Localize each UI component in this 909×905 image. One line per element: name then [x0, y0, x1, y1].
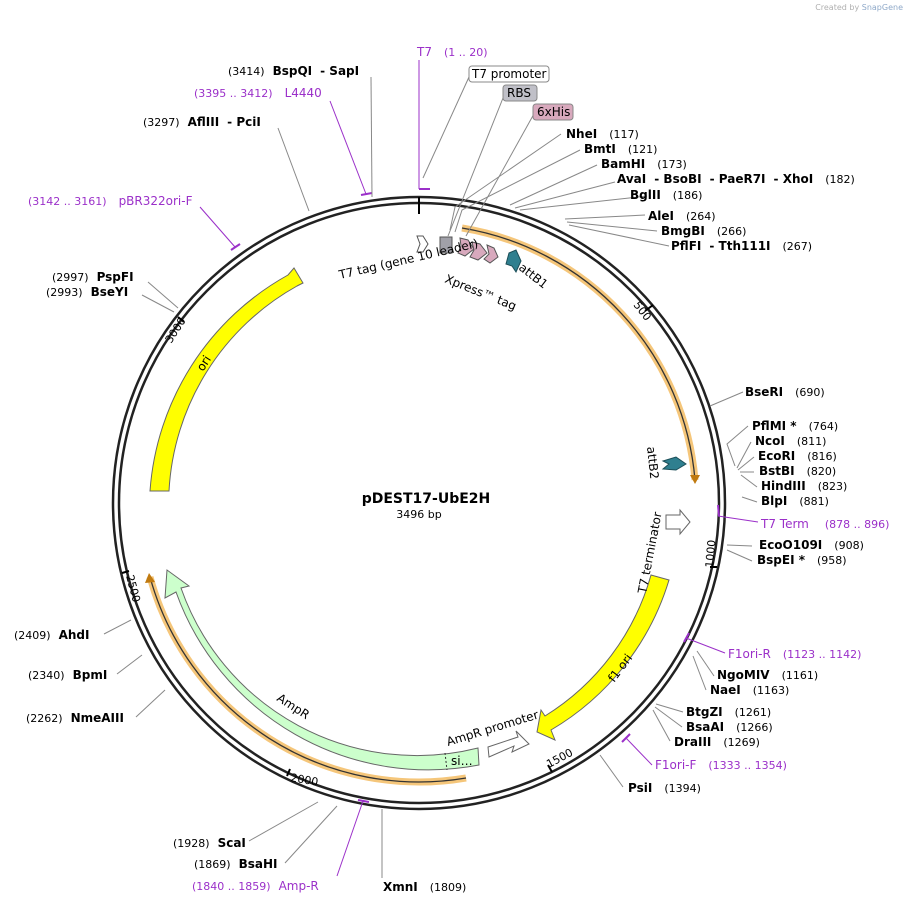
scale-ticks	[121, 304, 717, 777]
site-label-xmni: XmnI(1809)	[383, 880, 466, 894]
xpress-tag-feature	[469, 241, 488, 261]
site-label-bstbi: BstBI(820)	[759, 464, 836, 478]
attb2-label: attB2	[644, 446, 661, 480]
site-label-psii: PsiI(1394)	[628, 781, 701, 795]
site-label-bmti: BmtI(121)	[584, 142, 657, 156]
primer-mark-pbr322	[230, 243, 241, 251]
signal-label: si…	[451, 754, 473, 768]
site-label-ncoi: NcoI(811)	[755, 434, 826, 448]
site-label-draiii: DraIII(1269)	[674, 735, 760, 749]
site-label-bmgbi: BmgBI(266)	[661, 224, 746, 238]
site-label-pspfi: (2997)PspFI	[52, 270, 134, 284]
site-label-scai: (1928)ScaI	[173, 836, 246, 850]
attb1-feature	[505, 249, 522, 274]
primer-label-ampr: (1840 .. 1859)Amp-R	[192, 879, 319, 893]
site-label-ecori: EcoRI(816)	[758, 449, 837, 463]
site-label-blpi: BlpI(881)	[761, 494, 829, 508]
attb2-feature	[661, 456, 687, 471]
site-label-alei: AleI(264)	[648, 209, 716, 223]
attb1-label: attB1	[516, 260, 550, 291]
site-leaders	[103, 76, 758, 878]
primer-label-f1ori-r: F1ori-R(1123 .. 1142)	[728, 647, 861, 661]
rbs-box	[502, 84, 538, 102]
orf-arc-ampr	[146, 576, 467, 786]
site-label-afliii: (3297)AflIII- PciI	[143, 115, 261, 129]
t7-promoter-box	[468, 65, 550, 83]
site-label-nhei: NheI(117)	[566, 127, 639, 141]
site-label-bsaai: BsaAI(1266)	[686, 720, 773, 734]
site-label-pflfi: PflFI- Tth111I(267)	[671, 239, 812, 253]
site-label-bspqi: (3414)BspQI- SapI	[228, 64, 359, 78]
t7-tag-feature	[416, 235, 429, 253]
t7-promoter-label: T7 promoter	[471, 67, 547, 81]
site-label-hindiii: HindIII(823)	[761, 479, 847, 493]
site-label-ngomiv: NgoMIV(1161)	[717, 668, 818, 682]
his-label: 6xHis	[537, 105, 570, 119]
primer-mark-l4440	[360, 192, 373, 196]
primer-mark-f1ori-r	[683, 632, 690, 643]
t7-terminator-feature	[665, 508, 691, 536]
site-label-bpmi: (2340)BpmI	[28, 668, 107, 682]
orf-arc-ube2h	[461, 224, 699, 481]
site-label-bamhi: BamHI(173)	[601, 157, 687, 171]
rbs-feature	[439, 236, 453, 254]
primer-mark-t7term	[717, 504, 720, 517]
primer-mark-ampr	[357, 799, 370, 803]
ampr-promoter-feature	[487, 730, 530, 758]
primer-label-t7: T7(1 .. 20)	[416, 45, 488, 59]
ori-feature	[149, 267, 304, 492]
snapgene-credit: Created by SnapGene	[815, 3, 903, 12]
site-label-bglii: BglII(186)	[630, 188, 702, 202]
site-label-ahdi: (2409)AhdI	[14, 628, 89, 642]
site-label-bspei: BspEI *(958)	[757, 553, 847, 567]
site-label-naei: NaeI(1163)	[710, 683, 789, 697]
site-label-bsahi: (1869)BsaHI	[194, 857, 277, 871]
site-label-nmeaiii: (2262)NmeAIII	[26, 711, 124, 725]
primer-label-f1ori-f: F1ori-F(1333 .. 1354)	[655, 758, 787, 772]
site-label-bseri: BseRI(690)	[745, 385, 825, 399]
tick-label-1000: 1000	[703, 539, 718, 568]
tick-label-2000: 2000	[289, 771, 319, 789]
site-label-avai: AvaI- BsoBI- PaeR7I- XhoI(182)	[617, 172, 855, 186]
site-label-pflmi: PflMI *(764)	[752, 419, 838, 433]
xpress-tag-label: Xpress™ tag	[443, 272, 519, 313]
site-label-ecoo109i: EcoO109I(908)	[759, 538, 864, 552]
primer-label-pbr322: (3142 .. 3161)pBR322ori-F	[28, 194, 193, 208]
plasmid-name: pDEST17-UbE2H	[362, 491, 491, 507]
f1-ori-feature	[536, 574, 670, 741]
plasmid-size: 3496 bp	[396, 508, 441, 521]
primer-label-l4440: (3395 .. 3412)L4440	[194, 86, 322, 100]
his-box	[532, 103, 574, 121]
rbs-label: RBS	[507, 86, 531, 100]
site-label-btgzi: BtgZI(1261)	[686, 705, 771, 719]
ampr-feature	[164, 569, 480, 771]
snapgene-logo: SnapGene	[861, 3, 903, 12]
xpress-tag-feature-b	[483, 244, 499, 264]
site-label-bseyi: (2993)BseYI	[46, 285, 128, 299]
his-tag-feature	[457, 237, 475, 257]
primer-label-t7term: T7 Term(878 .. 896)	[760, 517, 889, 531]
